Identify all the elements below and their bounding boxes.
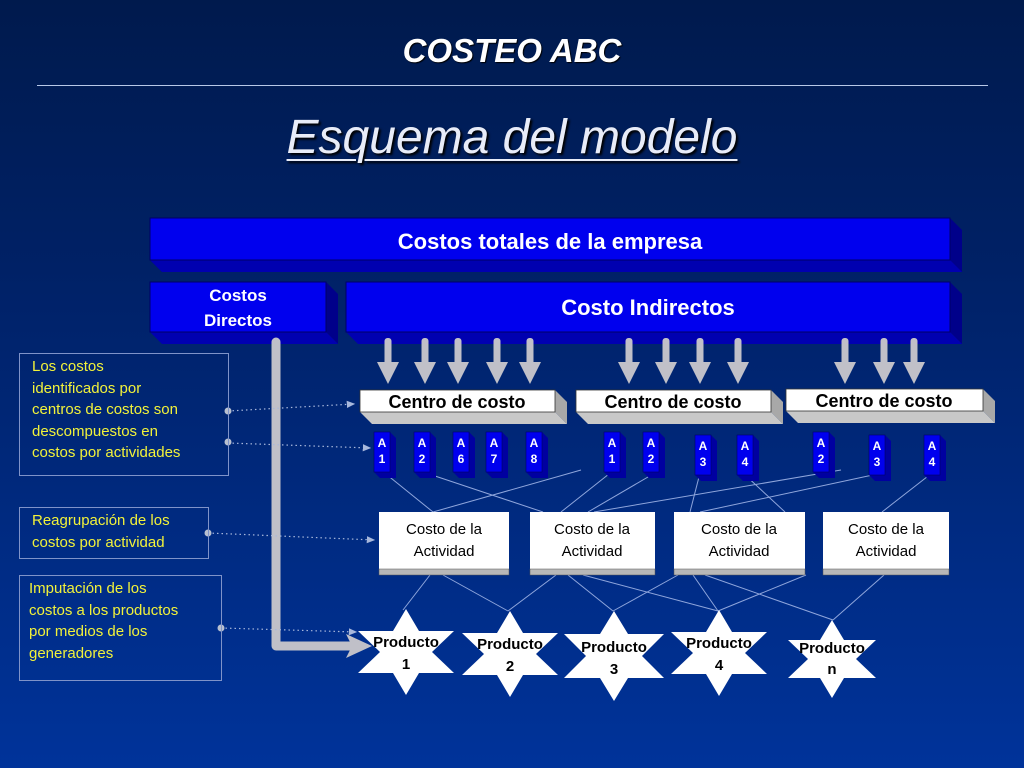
cost-center-2-label: Centro de costo — [604, 392, 741, 412]
svg-text:3: 3 — [700, 455, 707, 469]
activity-block-a1: A 1 — [373, 431, 396, 478]
svg-text:Producto: Producto — [373, 634, 439, 651]
svg-text:7: 7 — [491, 452, 498, 466]
cost-center-2: Centro de costo — [575, 389, 783, 424]
cost-center-3-label: Centro de costo — [815, 391, 952, 411]
svg-text:n: n — [827, 661, 836, 678]
svg-text:A: A — [699, 439, 708, 453]
note-product-imputation: Imputación de los costos a los productos… — [19, 575, 222, 681]
svg-text:A: A — [378, 436, 387, 450]
direct-costs-box: Costos Directos — [149, 281, 338, 344]
indirect-allocation-arrows — [377, 338, 925, 384]
total-costs-label: Costos totales de la empresa — [398, 229, 703, 254]
product-star-1: Producto 1 — [358, 609, 454, 695]
svg-text:Producto: Producto — [686, 635, 752, 652]
svg-text:A: A — [873, 439, 882, 453]
svg-text:8: 8 — [531, 452, 538, 466]
activity-blocks-center-1: A 1 A 2 A 6 A 7 A 8 — [373, 431, 548, 478]
svg-text:Actividad: Actividad — [562, 543, 623, 560]
note-connectors — [207, 400, 376, 636]
note-activity-regrouping: Reagrupación de los costos por actividad — [19, 507, 209, 559]
svg-text:Costo de la: Costo de la — [406, 521, 483, 538]
svg-text:Actividad: Actividad — [414, 543, 475, 560]
svg-text:A: A — [647, 436, 656, 450]
svg-text:A: A — [608, 436, 617, 450]
total-costs-box: Costos totales de la empresa — [149, 217, 962, 272]
svg-text:4: 4 — [715, 657, 724, 674]
title-divider — [37, 85, 988, 86]
svg-text:A: A — [418, 436, 427, 450]
svg-text:A: A — [457, 436, 466, 450]
indirect-costs-label: Costo Indirectos — [561, 295, 735, 320]
activity-cost-box-4: Costo de la Actividad — [822, 512, 950, 576]
direct-cost-path-arrow — [271, 337, 372, 658]
product-star-3: Producto 3 — [564, 611, 664, 701]
product-star-n: Producto n — [788, 620, 876, 698]
activity-cost-box-1: Costo de la Actividad — [378, 512, 510, 576]
direct-costs-line2: Directos — [204, 311, 272, 330]
activity-block-a6: A 6 — [452, 431, 475, 478]
activity-block-a4: A 4 — [736, 434, 759, 481]
note-cost-centers-breakdown: Los costos identificados por centros de … — [19, 353, 229, 476]
cost-center-1: Centro de costo — [359, 389, 567, 424]
svg-text:4: 4 — [929, 455, 936, 469]
svg-text:6: 6 — [458, 452, 465, 466]
activity-cost-boxes: Costo de la Actividad Costo de la Activi… — [378, 512, 950, 576]
activity-block-a3: A 3 — [694, 434, 717, 481]
svg-text:2: 2 — [818, 452, 825, 466]
note-2-text: Reagrupación de los costos por actividad — [32, 512, 170, 551]
activity-blocks-center-3: A 2 A 3 A 4 — [812, 431, 946, 481]
svg-text:3: 3 — [610, 661, 618, 678]
svg-text:A: A — [490, 436, 499, 450]
activity-block-a1: A 1 — [603, 431, 626, 478]
activity-block-a2: A 2 — [413, 431, 436, 478]
activity-block-a3: A 3 — [868, 434, 891, 481]
note-3-text: Imputación de los costos a los productos… — [29, 580, 179, 662]
product-star-2: Producto 2 — [462, 611, 558, 697]
slide-title: COSTEO ABC — [402, 32, 622, 69]
product-star-4: Producto 4 — [671, 610, 767, 696]
svg-text:A: A — [817, 436, 826, 450]
svg-text:A: A — [928, 439, 937, 453]
svg-text:2: 2 — [506, 658, 514, 675]
svg-text:Producto: Producto — [477, 636, 543, 653]
activity-block-a8: A 8 — [525, 431, 548, 478]
activity-blocks-center-2: A 1 A 2 A 3 A 4 — [603, 431, 759, 481]
svg-text:1: 1 — [609, 452, 616, 466]
cost-center-3: Centro de costo — [785, 388, 995, 423]
svg-text:3: 3 — [874, 455, 881, 469]
svg-text:Actividad: Actividad — [856, 543, 917, 560]
activity-cost-box-2: Costo de la Actividad — [529, 512, 656, 576]
slide-subtitle: Esquema del modelo — [286, 111, 738, 164]
cost-center-1-label: Centro de costo — [388, 392, 525, 412]
activity-cost-box-3: Costo de la Actividad — [673, 512, 806, 576]
activity-block-a7: A 7 — [485, 431, 508, 478]
svg-text:Producto: Producto — [799, 640, 865, 657]
product-connector-lines — [402, 574, 885, 621]
note-1-text: Los costos identificados por centros de … — [32, 358, 181, 461]
svg-text:A: A — [741, 439, 750, 453]
product-stars: Producto 1 Producto 2 Producto 3 Product… — [358, 609, 876, 701]
svg-text:A: A — [530, 436, 539, 450]
svg-text:Costo de la: Costo de la — [554, 521, 631, 538]
activity-block-a2: A 2 — [812, 431, 835, 478]
svg-text:Costo de la: Costo de la — [701, 521, 778, 538]
activity-block-a2: A 2 — [642, 431, 665, 478]
svg-text:1: 1 — [402, 656, 410, 673]
svg-text:Producto: Producto — [581, 639, 647, 656]
svg-text:1: 1 — [379, 452, 386, 466]
direct-costs-line1: Costos — [209, 286, 267, 305]
svg-text:4: 4 — [742, 455, 749, 469]
svg-text:2: 2 — [419, 452, 426, 466]
svg-text:2: 2 — [648, 452, 655, 466]
indirect-costs-box: Costo Indirectos — [345, 281, 962, 344]
activity-block-a4: A 4 — [923, 434, 946, 481]
svg-text:Actividad: Actividad — [709, 543, 770, 560]
svg-text:Costo de la: Costo de la — [848, 521, 925, 538]
